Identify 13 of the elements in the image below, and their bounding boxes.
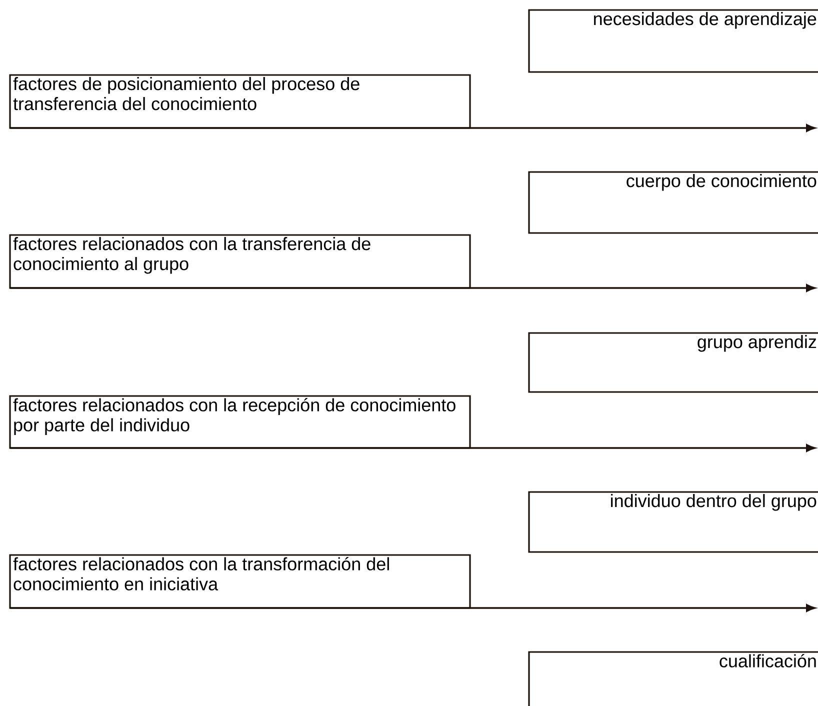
text-box: cualificación — [528, 651, 818, 706]
arrow — [10, 124, 816, 132]
arrow — [10, 604, 816, 612]
arrow — [10, 284, 816, 292]
text-box: individuo dentro del grupo — [528, 491, 818, 553]
text-box: necesidades de aprendizaje — [528, 9, 818, 73]
text-box: factores relacionados con la transformación del conocimiento en iniciativa — [9, 554, 471, 609]
text-box: factores relacionados con la transferencia de conocimiento al grupo — [9, 234, 471, 289]
arrow — [10, 444, 816, 452]
text-box: factores de posicionamiento del proceso de transferencia del conocimiento — [9, 74, 471, 129]
text-box: cuerpo de conocimiento — [528, 171, 818, 234]
text-box: factores relacionados con la recepción de conocimiento por parte del individuo — [9, 395, 471, 449]
text-box: grupo aprendiz — [528, 332, 818, 393]
